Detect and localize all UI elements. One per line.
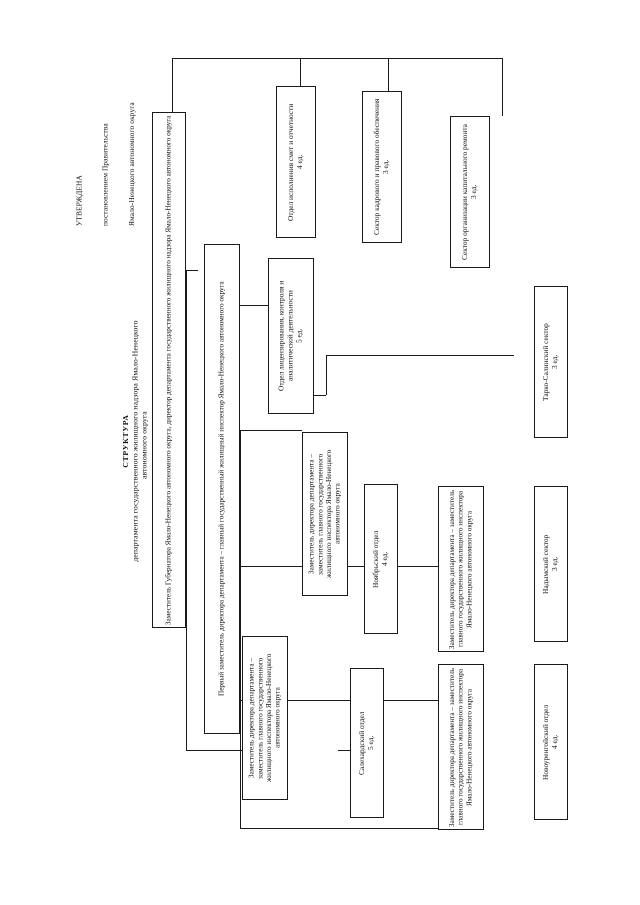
connector bbox=[300, 58, 301, 86]
connector bbox=[326, 355, 514, 356]
node-nadym-label: Надымский сектор 3 ед. bbox=[541, 534, 559, 594]
page-title: СТРУКТУРА bbox=[121, 414, 131, 468]
connector bbox=[326, 355, 327, 395]
node-salekhard-label: Салехардский отдел 5 ед. bbox=[357, 711, 375, 775]
connector bbox=[240, 828, 438, 829]
node-noyabrsk-label: Ноябрьский отдел 4 ед. bbox=[371, 530, 389, 588]
node-novy-urengoy[interactable]: Новоуренгойский отдел 4 ед. bbox=[534, 664, 568, 820]
node-head-label: Заместитель Губернатора Ямало-Ненецкого … bbox=[164, 115, 173, 625]
node-salekhard[interactable]: Салехардский отдел 5 ед. bbox=[350, 668, 384, 818]
node-nadym[interactable]: Надымский сектор 3 ед. bbox=[534, 486, 568, 642]
connector bbox=[186, 750, 242, 751]
connector bbox=[240, 305, 268, 306]
connector bbox=[240, 430, 302, 431]
node-licensing[interactable]: Отдел лицензирования, контроля и аналити… bbox=[268, 258, 314, 414]
approval-heading: УТВЕРЖДЕНА bbox=[74, 175, 84, 226]
node-hr-legal[interactable]: Сектор кадрового и правового обеспечения… bbox=[362, 91, 402, 243]
connector bbox=[172, 58, 502, 59]
node-capital-repair[interactable]: Сектор организации капитального ремонта … bbox=[450, 116, 490, 268]
node-estimates[interactable]: Отдел исполнения смет и отчетности 4 ед. bbox=[276, 86, 316, 238]
approval-line-1: постановлением Правительства bbox=[100, 123, 110, 226]
connector bbox=[184, 270, 198, 271]
node-estimates-label: Отдел исполнения смет и отчетности 4 ед. bbox=[286, 103, 304, 221]
node-deputy-2[interactable]: Заместитель директора департамента – зам… bbox=[242, 636, 288, 800]
node-noyabrsk[interactable]: Ноябрьский отдел 4 ед. bbox=[364, 484, 398, 634]
node-first-deputy[interactable]: Первый заместитель директора департамент… bbox=[204, 244, 240, 734]
node-first-deputy-label: Первый заместитель директора департамент… bbox=[217, 281, 226, 697]
node-licensing-label: Отдел лицензирования, контроля и аналити… bbox=[276, 280, 304, 392]
node-deputy-2-label: Заместитель директора департамента – зам… bbox=[247, 652, 282, 783]
connector bbox=[172, 58, 173, 112]
node-hr-legal-label: Сектор кадрового и правового обеспечения… bbox=[372, 98, 390, 236]
node-tarko-sale-label: Тарко-Салинский сектор 3 ед. bbox=[541, 323, 559, 401]
node-deputy-1[interactable]: Заместитель директора департамента – зам… bbox=[302, 432, 348, 596]
connector bbox=[502, 58, 503, 116]
connector bbox=[302, 395, 326, 396]
node-capital-repair-label: Сектор организации капитального ремонта … bbox=[460, 124, 478, 260]
node-deputy-3[interactable]: Заместитель директора департамента – зам… bbox=[438, 486, 484, 652]
connector bbox=[240, 430, 241, 828]
node-deputy-4[interactable]: Заместитель директора департамента – зам… bbox=[438, 664, 484, 830]
node-tarko-sale[interactable]: Тарко-Салинский сектор 3 ед. bbox=[534, 286, 568, 438]
approval-line-2: Ямало-Ненецкого автономного округа bbox=[126, 102, 136, 226]
connector bbox=[186, 270, 187, 750]
node-novy-urengoy-label: Новоуренгойский отдел 4 ед. bbox=[541, 704, 559, 780]
page-subtitle: департамента государственного жилищного … bbox=[130, 318, 149, 562]
connector bbox=[240, 700, 438, 701]
node-deputy-3-label: Заместитель директора департамента – зам… bbox=[448, 487, 474, 649]
node-deputy-4-label: Заместитель директора департамента – зам… bbox=[448, 665, 474, 827]
node-head[interactable]: Заместитель Губернатора Ямало-Ненецкого … bbox=[152, 112, 186, 628]
node-deputy-1-label: Заместитель директора департамента – зам… bbox=[307, 448, 342, 579]
connector bbox=[388, 58, 389, 91]
